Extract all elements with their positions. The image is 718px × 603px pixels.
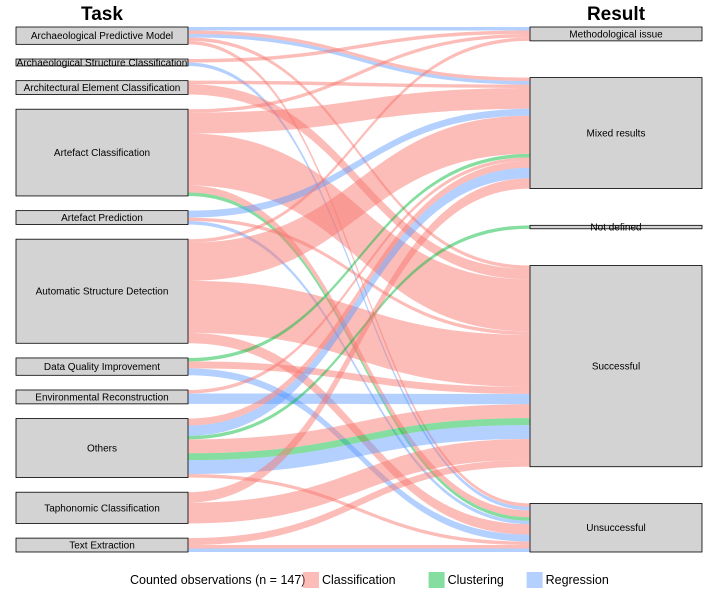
flow-artefact-classification-classification-mixed-results [188,87,530,134]
task-node-label-archaeological-predictive-model: Archaeological Predictive Model [31,31,173,42]
task-node-others [15,418,189,478]
flow-archaeological-predictive-model-classification-unsuccessful [188,40,530,507]
legend: Counted observations (n = 147) Classifica… [130,572,609,588]
task-node-label-data-quality-improvement: Data Quality Improvement [44,362,160,373]
task-node-label-others: Others [87,444,117,455]
task-node-environmental-reconstruction [15,389,189,405]
task-node-label-environmental-reconstruction: Environmental Reconstruction [35,392,168,403]
legend-swatch-regression [526,572,543,588]
result-node-label-not-defined: Not defined [590,223,641,234]
task-node-label-artefact-classification: Artefact Classification [54,148,150,159]
task-node-archaeological-predictive-model [15,26,189,45]
flow-taphonomic-classification-classification-successful [188,438,530,524]
flows-layer [188,27,530,552]
task-node-artefact-classification [15,108,189,197]
flow-others-regression-mixed-results [188,167,530,436]
flow-artefact-classification-clustering-unsuccessful [188,192,530,521]
flow-artefact-prediction-regression-unsuccessful [188,221,530,525]
result-node-label-successful: Successful [592,362,640,373]
legend-swatch-classification [303,572,319,588]
task-node-label-architectural-element-classification: Architectural Element Classification [24,83,181,94]
task-node-automatic-structure-detection [15,238,189,344]
flow-automatic-structure-detection-classification-mixed-results [188,115,530,281]
flow-environmental-reconstruction-classification-mixed-results [188,157,530,394]
flow-archaeological-structure-classification-classification-methodological-issue [188,30,530,63]
flow-taphonomic-classification-classification-mixed-results [188,178,530,503]
flow-text-extraction-regression-unsuccessful [188,548,530,552]
task-node-label-artefact-prediction: Artefact Prediction [61,213,143,224]
flow-data-quality-improvement-clustering-mixed-results [188,153,530,362]
legend-label-clustering: Clustering [448,573,504,587]
task-node-artefact-prediction [15,210,189,225]
result-node-label-unsuccessful: Unsuccessful [586,523,645,534]
task-node-data-quality-improvement [15,357,189,376]
flow-artefact-classification-classification-successful [188,133,530,332]
flow-archaeological-predictive-model-regression-mixed-results [188,33,530,85]
legend-swatch-clustering [428,572,445,588]
flow-data-quality-improvement-classification-successful [188,361,530,394]
flow-automatic-structure-detection-classification-methodological-issue [188,37,530,243]
flow-text-extraction-classification-unsuccessful [188,545,530,549]
result-node-label-mixed-results: Mixed results [587,129,646,140]
result-node-methodological-issue [529,26,703,42]
task-node-taphonomic-classification [15,491,189,524]
task-node-label-archaeological-structure-classification: Archaeological Structure Classification [17,58,188,69]
flow-environmental-reconstruction-regression-successful [188,393,530,405]
task-node-label-taphonomic-classification: Taphonomic Classification [44,503,160,514]
flow-text-extraction-classification-successful [188,459,530,546]
task-node-architectural-element-classification [15,80,189,95]
result-node-successful [529,265,703,468]
result-node-not-defined [529,224,703,230]
flow-others-classification-mixed-results [188,160,530,426]
flow-archaeological-structure-classification-regression-unsuccessful [188,62,530,511]
flow-others-clustering-not-defined [188,225,530,440]
flow-architectural-element-classification-classification-mixed-results [188,80,530,88]
result-node-unsuccessful [529,503,703,553]
result-node-mixed-results [529,77,703,190]
flow-artefact-prediction-regression-mixed-results [188,108,530,218]
task-node-archaeological-structure-classification [15,58,189,67]
flow-others-regression-successful [188,425,530,475]
task-axis-title: Task [81,4,123,25]
flow-others-classification-successful [188,404,530,454]
result-node-label-methodological-issue: Methodological issue [569,29,663,40]
flow-automatic-structure-detection-classification-unsuccessful [188,332,530,535]
task-node-label-text-extraction: Text Extraction [69,541,135,552]
flow-artefact-prediction-classification-successful [188,217,530,335]
flow-others-classification-unsuccessful [188,474,530,546]
flow-others-clustering-successful [188,418,530,461]
legend-title: Counted observations (n = 147) [130,573,305,587]
flow-automatic-structure-detection-classification-successful [188,280,530,387]
legend-label-classification: Classification [322,573,396,587]
nodes-layer: Archaeological Predictive ModelArchaeolo… [15,26,703,553]
task-node-label-automatic-structure-detection: Automatic Structure Detection [36,287,169,298]
flow-artefact-classification-classification-methodological-issue [188,33,530,113]
legend-label-regression: Regression [546,573,609,587]
flow-archaeological-predictive-model-classification-successful [188,37,530,269]
result-axis-title: Result [587,4,646,25]
flow-archaeological-predictive-model-regression-methodological-issue [188,27,530,31]
flow-architectural-element-classification-classification-successful [188,84,530,280]
flow-data-quality-improvement-regression-unsuccessful [188,368,530,542]
task-node-text-extraction [15,537,189,553]
flow-artefact-classification-classification-unsuccessful [188,185,530,518]
flow-archaeological-predictive-model-classification-mixed-results [188,30,530,82]
